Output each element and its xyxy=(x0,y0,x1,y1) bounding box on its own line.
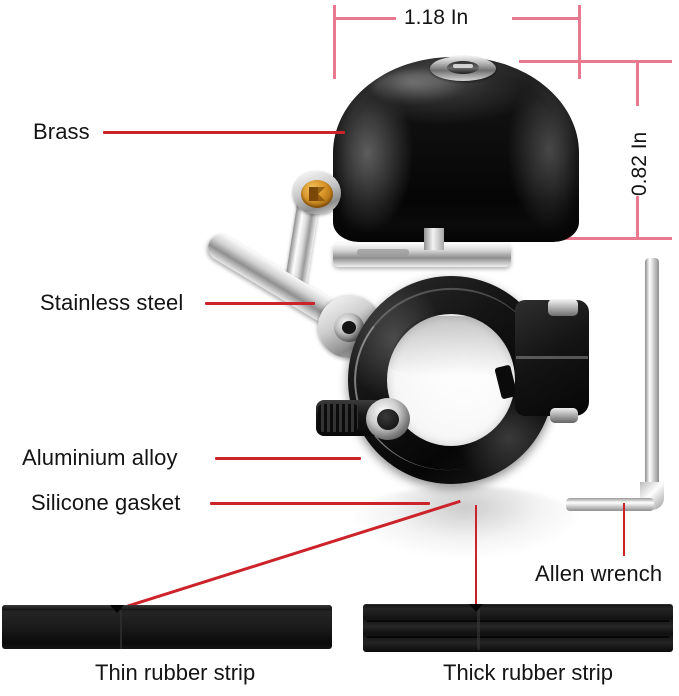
bell-dome xyxy=(333,57,579,242)
width-dim-arrow-left xyxy=(333,17,396,20)
bell-top-cap-slot xyxy=(453,64,473,68)
thick-rubber-strip-groove-lower xyxy=(367,636,669,638)
callout-leader-stainless-steel xyxy=(205,302,315,305)
width-dim-extension-left xyxy=(333,5,336,79)
thick-rubber-strip-notch xyxy=(469,604,483,612)
thick-rubber-strip-seam xyxy=(477,606,480,650)
clamp-bore-shading xyxy=(390,316,512,376)
callout-leader-aluminium-alloy xyxy=(215,457,361,460)
callout-label-allen-wrench: Allen wrench xyxy=(535,561,663,586)
product-shadow xyxy=(352,486,578,556)
thin-rubber-strip-seam xyxy=(120,610,122,649)
clamp-ear-block xyxy=(515,300,589,416)
allen-wrench-short-arm xyxy=(566,498,654,511)
bell-mount-stem xyxy=(424,228,444,250)
thin-rubber-strip xyxy=(2,605,332,649)
clamp-side-bolt-knurling xyxy=(318,404,358,432)
width-dim-label: 1.18 In xyxy=(404,6,469,29)
width-dim-extension-right xyxy=(578,5,581,79)
callout-label-silicone-gasket: Silicone gasket xyxy=(31,490,181,515)
height-dim-extension-top xyxy=(519,60,672,63)
height-dim-arrow-bottom xyxy=(636,196,639,238)
thin-rubber-strip-top-edge xyxy=(4,605,330,610)
width-dim-arrow-right xyxy=(512,17,579,20)
clamp-ear-parting-line xyxy=(516,356,588,359)
striker-lever-tail xyxy=(203,229,337,325)
thin-rubber-strip-caption: Thin rubber strip xyxy=(95,660,256,685)
leader-gasket-vertical xyxy=(475,505,477,557)
thick-rubber-strip-caption: Thick rubber strip xyxy=(443,660,613,685)
brass-screw-star-icon xyxy=(309,187,325,201)
height-dim-extension-bottom xyxy=(519,237,672,240)
height-dim-label: 0.82 In xyxy=(628,131,651,196)
leader-thin-strip-diagonal xyxy=(116,499,461,611)
callout-leader-allen-wrench xyxy=(623,503,625,556)
callout-leader-brass xyxy=(103,131,345,134)
thin-rubber-strip-notch xyxy=(110,605,124,613)
callout-leader-silicone-gasket xyxy=(210,502,430,505)
clamp-ear-top-bolt xyxy=(548,299,578,316)
callout-label-stainless-steel: Stainless steel xyxy=(40,290,184,315)
clamp-side-bolt-head xyxy=(377,409,399,430)
thick-rubber-strip-groove-upper xyxy=(367,620,669,622)
leader-thick-strip xyxy=(475,556,477,618)
clamp-top-bar-notch xyxy=(357,249,409,256)
lever-pivot-bolt-core xyxy=(342,321,356,334)
height-dim-arrow-top xyxy=(636,60,639,106)
callout-label-brass: Brass xyxy=(33,119,90,144)
clamp-ear-bottom-bolt xyxy=(550,408,578,423)
callout-label-aluminium-alloy: Aluminium alloy xyxy=(22,445,178,470)
allen-wrench-long-arm xyxy=(645,258,659,506)
handlebar-clamp xyxy=(316,258,592,504)
thick-rubber-strip xyxy=(363,604,673,652)
